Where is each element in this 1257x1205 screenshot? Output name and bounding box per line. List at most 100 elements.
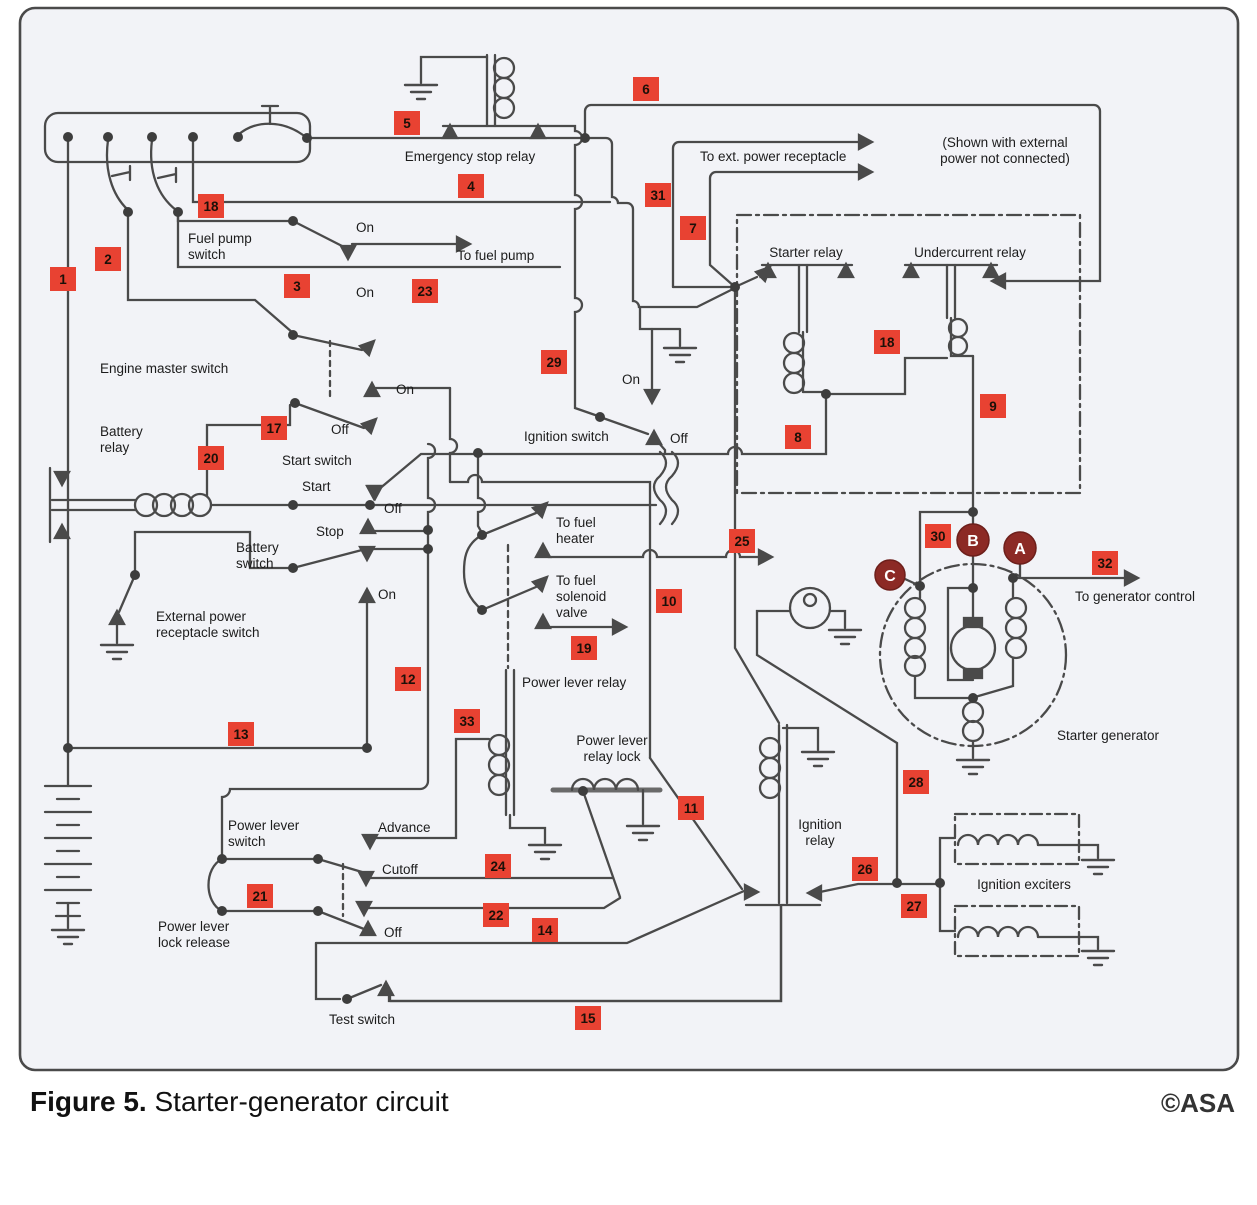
number-tag-18: 18 (874, 330, 900, 354)
terminal-A: A (1003, 531, 1037, 565)
diagram-label: switch (236, 556, 274, 571)
terminal-C: C (874, 559, 906, 591)
junction-dots (63, 132, 1018, 1004)
diagram-label: Off (384, 925, 402, 940)
diagram-label: Fuel pump (188, 231, 252, 246)
number-tag-label: 22 (488, 908, 503, 923)
number-tag-12: 12 (395, 667, 421, 691)
undercurrent-relay-icon (902, 262, 1000, 358)
diagram-label: External power (156, 609, 247, 624)
diagram-label: Advance (378, 820, 431, 835)
number-tag-9: 9 (980, 394, 1006, 418)
number-tag-17: 17 (261, 416, 287, 440)
number-tag-19: 19 (571, 636, 597, 660)
diagram-label: Ignition exciters (977, 877, 1071, 892)
number-tag-2: 2 (95, 247, 121, 271)
number-tag-label: 11 (684, 801, 699, 816)
diagram-label: On (356, 220, 374, 235)
number-tag-label: 30 (930, 529, 945, 544)
number-tag-label: 32 (1097, 556, 1112, 571)
diagram-label: Power lever (158, 919, 230, 934)
ignition-exciter-lower (953, 904, 1100, 958)
number-tag-11: 11 (678, 796, 704, 820)
number-tag-label: 1 (59, 272, 67, 287)
power-lever-relay-lock-icon (550, 777, 663, 899)
number-tag-label: 15 (580, 1011, 596, 1026)
diagram-label: Off (670, 431, 688, 446)
number-tag-label: 18 (203, 199, 219, 214)
number-tag-label: 5 (403, 116, 411, 131)
diagram-label: On (622, 372, 640, 387)
diagram-label: Engine master switch (100, 361, 228, 376)
start-switch-icon (359, 450, 680, 535)
number-tag-label: 10 (661, 594, 676, 609)
number-tag-label: 29 (546, 355, 561, 370)
diagram-label: Undercurrent relay (914, 245, 1026, 260)
number-tag-33: 33 (454, 709, 480, 733)
diagram-label: switch (188, 247, 226, 262)
diagram-label: Battery (100, 424, 143, 439)
diagram-label: relay (100, 440, 130, 455)
diagram-label: Cutoff (382, 862, 418, 877)
battery-switch-icon (133, 530, 430, 577)
number-tag-label: 20 (203, 451, 218, 466)
diagram-label: To fuel pump (457, 248, 534, 263)
diagram-label: Power lever (576, 733, 648, 748)
number-tag-label: 28 (908, 775, 924, 790)
number-tag-label: 9 (989, 399, 997, 414)
number-tag-13: 13 (228, 722, 254, 746)
diagram-label: relay lock (583, 749, 640, 764)
emergency-stop-relay-icon (419, 53, 548, 140)
terminal-label: B (967, 533, 979, 550)
number-tag-32: 32 (1092, 551, 1118, 575)
figure-caption-text: Starter-generator circuit (146, 1086, 449, 1117)
number-tag-label: 26 (857, 862, 873, 877)
number-tag-3: 3 (284, 274, 310, 298)
diagram-label: Starter relay (769, 245, 843, 260)
diagram-label: Emergency stop relay (405, 149, 536, 164)
number-tag-21: 21 (247, 884, 273, 908)
terminal-label: C (884, 568, 896, 585)
diagram-label: solenoid (556, 589, 606, 604)
number-tag-label: 33 (459, 714, 475, 729)
diagram-label: Off (384, 501, 402, 516)
diagram-label: Ignition switch (524, 429, 609, 444)
number-tag-24: 24 (485, 854, 511, 878)
diagram-label: switch (228, 834, 266, 849)
diagram-label: Battery (236, 540, 279, 555)
number-tag-label: 23 (417, 284, 433, 299)
relay-box (735, 213, 1082, 495)
number-tag-label: 24 (490, 859, 506, 874)
number-tag-23: 23 (412, 279, 438, 303)
external-power-receptacle-switch-icon (108, 573, 137, 645)
number-tag-31: 31 (645, 183, 671, 207)
number-tag-label: 25 (734, 534, 750, 549)
number-tag-label: 13 (233, 727, 249, 742)
figure-caption-number: Figure 5. (30, 1086, 147, 1117)
terminal-label: A (1014, 541, 1026, 558)
number-tag-label: 6 (642, 82, 650, 97)
number-tag-label: 7 (689, 221, 697, 236)
ignition-exciter-upper (953, 812, 1100, 866)
ignition-switch-icon (598, 388, 667, 455)
lamp-icon (788, 586, 832, 630)
terminal-B: B (956, 523, 990, 557)
number-tag-25: 25 (729, 529, 755, 553)
number-tag-label: 12 (400, 672, 415, 687)
number-tag-22: 22 (483, 903, 509, 927)
number-tag-label: 8 (794, 430, 802, 445)
battery-icon (43, 784, 93, 930)
number-tag-label: 3 (293, 279, 301, 294)
diagram-label: Start (302, 479, 331, 494)
wiring (43, 53, 1140, 1003)
number-tag-label: 19 (576, 641, 591, 656)
number-tag-27: 27 (901, 894, 927, 918)
power-lever-relay-icon (487, 668, 547, 845)
diagram-label: heater (556, 531, 595, 546)
diagram-label: Off (331, 422, 349, 437)
number-tag-10: 10 (656, 589, 682, 613)
figure-panel (18, 6, 1240, 1072)
terminals-layer: C B A (874, 523, 1037, 591)
